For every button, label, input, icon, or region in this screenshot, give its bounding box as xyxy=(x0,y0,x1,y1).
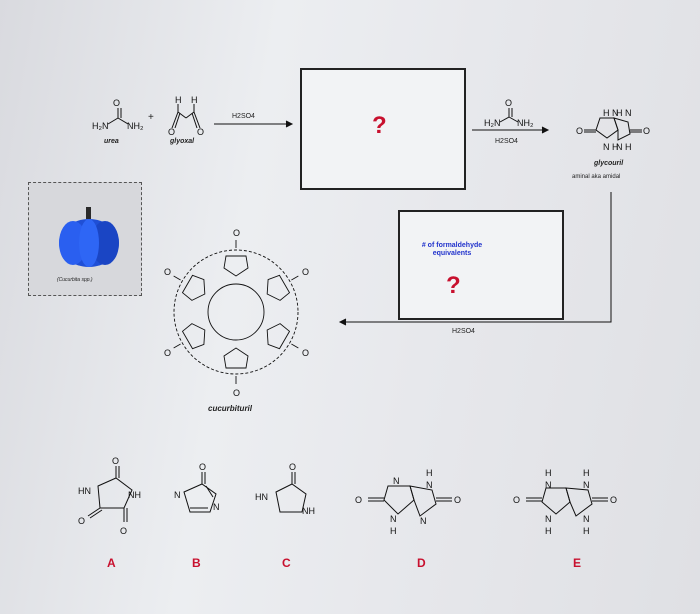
arrow-step1 xyxy=(214,120,294,128)
option-b-label[interactable]: B xyxy=(192,556,201,570)
option-d-structure xyxy=(368,485,452,517)
arrow-step3 xyxy=(338,192,612,326)
svg-text:H: H xyxy=(390,526,397,536)
photo-caption: (Cucurbita spp.) xyxy=(57,277,93,283)
option-c-structure xyxy=(275,472,307,513)
option-b-structure xyxy=(183,472,217,513)
svg-text:O: O xyxy=(78,516,85,526)
svg-text:N H: N H xyxy=(616,142,632,152)
option-c-label[interactable]: C xyxy=(282,556,291,570)
svg-text:H₂N: H₂N xyxy=(92,121,109,131)
svg-text:N: N xyxy=(583,514,590,524)
glyoxal-label: glyoxal xyxy=(170,138,195,145)
option-e-label[interactable]: E xyxy=(573,556,582,570)
cucurbituril-structure xyxy=(167,240,305,385)
formaldehyde-text: # of formaldehyde equivalents xyxy=(421,242,483,257)
cucurbituril-label: cucurbituril xyxy=(208,404,253,413)
svg-text:O: O xyxy=(197,127,204,137)
svg-text:O: O xyxy=(112,456,119,466)
svg-text:HN: HN xyxy=(78,486,91,496)
svg-text:O: O xyxy=(199,462,206,472)
svg-text:NH: NH xyxy=(128,490,141,500)
svg-text:N: N xyxy=(390,514,397,524)
step1-reagent: H2SO4 xyxy=(232,113,255,120)
svg-text:O: O xyxy=(164,267,171,277)
svg-text:O: O xyxy=(168,127,175,137)
urea-label: urea xyxy=(104,138,119,145)
svg-text:O: O xyxy=(454,495,461,505)
svg-text:H: H xyxy=(175,95,182,105)
svg-text:HN: HN xyxy=(255,492,268,502)
svg-text:H: H xyxy=(545,526,552,536)
svg-text:O: O xyxy=(610,495,617,505)
glycoluril-structure xyxy=(584,117,642,141)
svg-text:H: H xyxy=(545,468,552,478)
intermediate-question: ? xyxy=(372,112,387,139)
svg-text:N: N xyxy=(583,480,590,490)
svg-text:O: O xyxy=(576,126,583,136)
svg-text:N H: N H xyxy=(603,142,619,152)
plus-sign: + xyxy=(148,112,154,123)
svg-text:NH₂: NH₂ xyxy=(127,121,144,131)
svg-text:N: N xyxy=(545,480,552,490)
pumpkin-image xyxy=(59,207,119,267)
svg-text:N: N xyxy=(420,516,427,526)
svg-text:O: O xyxy=(233,388,240,398)
option-a-label[interactable]: A xyxy=(107,556,116,570)
svg-text:O: O xyxy=(302,267,309,277)
svg-text:O: O xyxy=(233,228,240,238)
svg-text:H N: H N xyxy=(603,108,619,118)
glycoluril-label: glycouril xyxy=(594,160,624,167)
svg-text:N: N xyxy=(426,480,433,490)
formaldehyde-question: ? xyxy=(446,272,461,299)
option-d-label[interactable]: D xyxy=(417,556,426,570)
svg-text:O: O xyxy=(355,495,362,505)
option-a-structure xyxy=(87,466,133,522)
step3-reagent: H2SO4 xyxy=(452,328,475,335)
svg-text:N: N xyxy=(545,514,552,524)
svg-text:H: H xyxy=(583,468,590,478)
svg-text:O: O xyxy=(505,98,512,108)
urea-structure xyxy=(107,108,129,125)
formaldehyde-box xyxy=(398,210,564,320)
svg-text:O: O xyxy=(513,495,520,505)
step2-reagent: H2SO4 xyxy=(495,138,518,145)
svg-text:H: H xyxy=(583,526,590,536)
urea-small-structure xyxy=(499,108,519,123)
glyoxal-structure xyxy=(171,104,201,129)
svg-text:O: O xyxy=(643,126,650,136)
svg-text:H₂N: H₂N xyxy=(484,118,501,128)
option-e-structure xyxy=(526,487,608,517)
svg-text:H: H xyxy=(191,95,198,105)
pumpkin-photo: (Cucurbita spp.) xyxy=(28,182,142,296)
intermediate-box xyxy=(300,68,466,190)
svg-text:H N: H N xyxy=(616,108,632,118)
svg-text:O: O xyxy=(164,348,171,358)
svg-text:N: N xyxy=(213,502,220,512)
svg-text:NH₂: NH₂ xyxy=(517,118,534,128)
glycoluril-alias: aminal aka amidal xyxy=(572,174,621,180)
arrow-step2 xyxy=(472,126,550,134)
svg-text:N: N xyxy=(393,476,400,486)
svg-text:O: O xyxy=(120,526,127,536)
svg-text:O: O xyxy=(302,348,309,358)
svg-text:O: O xyxy=(113,98,120,108)
svg-text:N: N xyxy=(174,490,181,500)
svg-text:O: O xyxy=(289,462,296,472)
svg-text:NH: NH xyxy=(302,506,315,516)
svg-text:H: H xyxy=(426,468,433,478)
